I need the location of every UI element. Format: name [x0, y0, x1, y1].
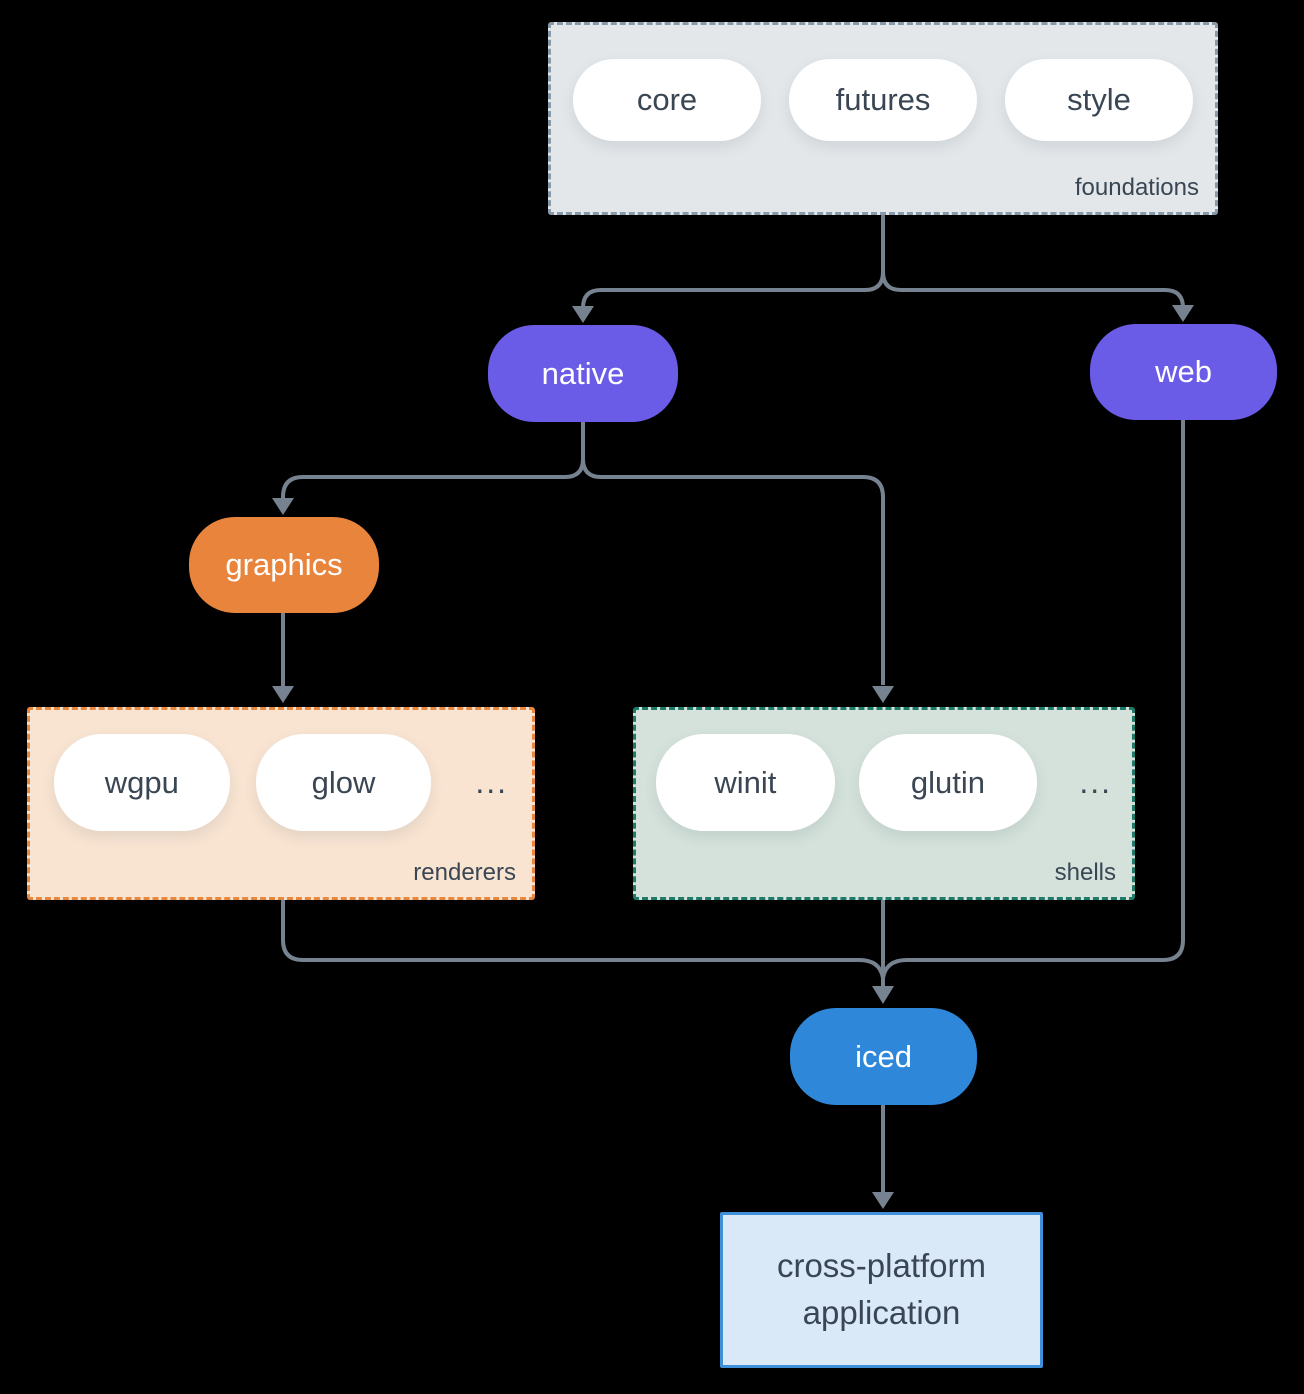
edge-renderers-iced: [281, 900, 885, 979]
node-native: native: [488, 325, 678, 422]
renderers-ellipsis: ...: [475, 764, 508, 800]
edge-native-shells: [581, 422, 885, 685]
edge-foundations-web: [881, 215, 1185, 315]
pill-winit: winit: [656, 734, 835, 831]
shells-group: winit glutin ... shells: [633, 707, 1135, 900]
renderers-pill-row: wgpu glow ...: [30, 710, 532, 831]
pill-glow: glow: [255, 734, 432, 831]
pill-glutin: glutin: [858, 734, 1038, 831]
renderers-label: renderers: [413, 859, 516, 886]
arrowhead-iced: [872, 986, 894, 1004]
pill-style: style: [1005, 59, 1193, 141]
pill-core: core: [573, 59, 761, 141]
application-box: cross-platform application: [720, 1212, 1043, 1368]
application-line1: cross-platform: [776, 1247, 987, 1285]
edge-foundations-native: [581, 215, 885, 316]
edge-native-graphics: [281, 422, 585, 498]
application-line2: application: [802, 1294, 961, 1331]
node-graphics: graphics: [189, 517, 379, 613]
arrowhead-renderers: [272, 686, 294, 703]
arrowhead-native: [572, 306, 594, 323]
shells-ellipsis: ...: [1079, 764, 1112, 800]
node-iced: iced: [790, 1008, 977, 1105]
arrowhead-web: [1172, 305, 1194, 322]
shells-pill-row: winit glutin ...: [636, 710, 1132, 831]
pill-wgpu: wgpu: [54, 734, 230, 831]
renderers-group: wgpu glow ... renderers: [27, 707, 535, 900]
node-web: web: [1090, 324, 1277, 420]
arrowhead-graphics: [272, 498, 294, 515]
arrowhead-application: [872, 1192, 894, 1209]
arrowhead-shells: [872, 686, 894, 703]
foundations-group: core futures style foundations: [548, 22, 1218, 215]
pill-futures: futures: [789, 59, 977, 141]
foundations-label: foundations: [1074, 174, 1199, 201]
foundations-pill-row: core futures style: [551, 25, 1215, 141]
shells-label: shells: [1054, 859, 1116, 886]
